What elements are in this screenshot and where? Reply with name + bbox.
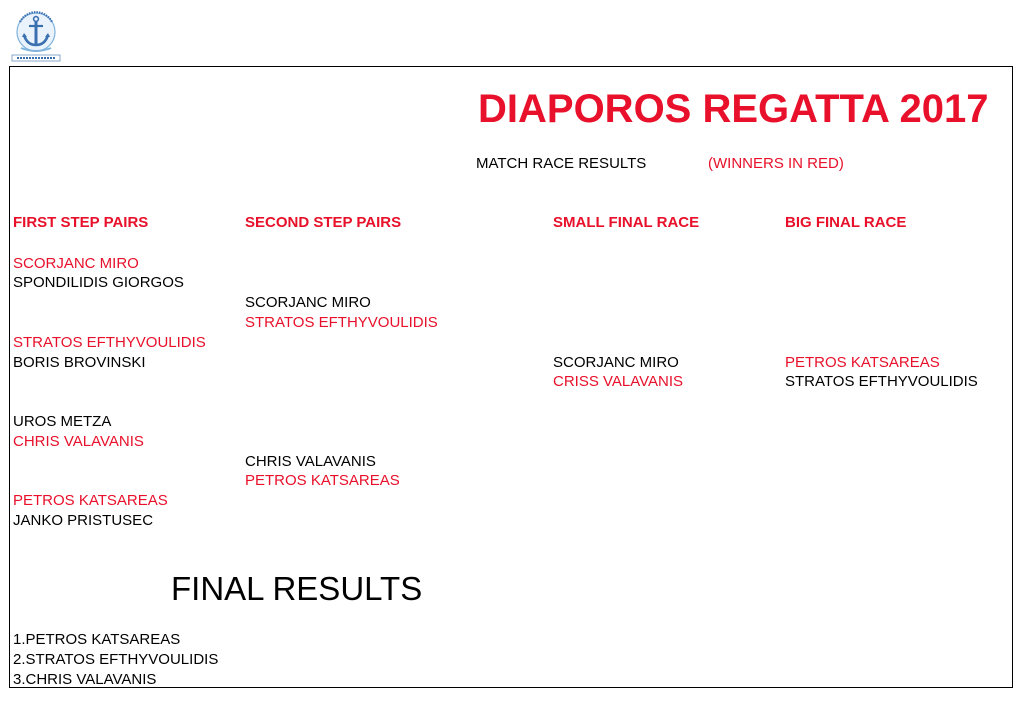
results-sheet [9, 66, 1013, 688]
first-step-pair-1-a: SCORJANC MIRO [13, 255, 139, 272]
first-step-pair-1-b: SPONDILIDIS GIORGOS [13, 274, 184, 291]
second-step-pair-1-a: SCORJANC MIRO [245, 294, 371, 311]
first-step-pair-3-b: CHRIS VALAVANIS [13, 433, 144, 450]
first-step-pair-4-a: PETROS KATSAREAS [13, 492, 168, 509]
second-step-pair-2-b: PETROS KATSAREAS [245, 472, 400, 489]
column-header-first-step: FIRST STEP PAIRS [13, 214, 149, 231]
club-logo [11, 11, 61, 62]
small-final-a: SCORJANC MIRO [553, 354, 679, 371]
column-header-big-final: BIG FINAL RACE [785, 214, 907, 231]
final-place-1: 1.PETROS KATSAREAS [13, 631, 181, 648]
final-place-3: 3.CHRIS VALAVANIS [13, 671, 157, 688]
page-title: DIAPOROS REGATTA 2017 [478, 87, 989, 131]
first-step-pair-4-b: JANKO PRISTUSEC [13, 512, 154, 529]
big-final-a: PETROS KATSAREAS [785, 354, 940, 371]
first-step-pair-2-a: STRATOS EFTHYVOULIDIS [13, 334, 206, 351]
winners-note: (WINNERS IN RED) [708, 155, 844, 172]
second-step-pair-2-a: CHRIS VALAVANIS [245, 453, 376, 470]
first-step-pair-3-a: UROS METZA [13, 413, 112, 430]
second-step-pair-1-b: STRATOS EFTHYVOULIDIS [245, 314, 438, 331]
final-results-title: FINAL RESULTS [171, 570, 423, 607]
small-final-b: CRISS VALAVANIS [553, 373, 684, 390]
first-step-pair-2-b: BORIS BROVINSKI [13, 354, 146, 371]
subtitle: MATCH RACE RESULTS [476, 155, 647, 172]
column-header-second-step: SECOND STEP PAIRS [245, 214, 402, 231]
final-place-2: 2.STRATOS EFTHYVOULIDIS [13, 651, 219, 668]
final-results-list: 1.PETROS KATSAREAS 2.STRATOS EFTHYVOULID… [13, 630, 218, 690]
big-final-b: STRATOS EFTHYVOULIDIS [785, 373, 978, 390]
column-header-small-final: SMALL FINAL RACE [553, 214, 700, 231]
anchor-icon [22, 15, 50, 47]
